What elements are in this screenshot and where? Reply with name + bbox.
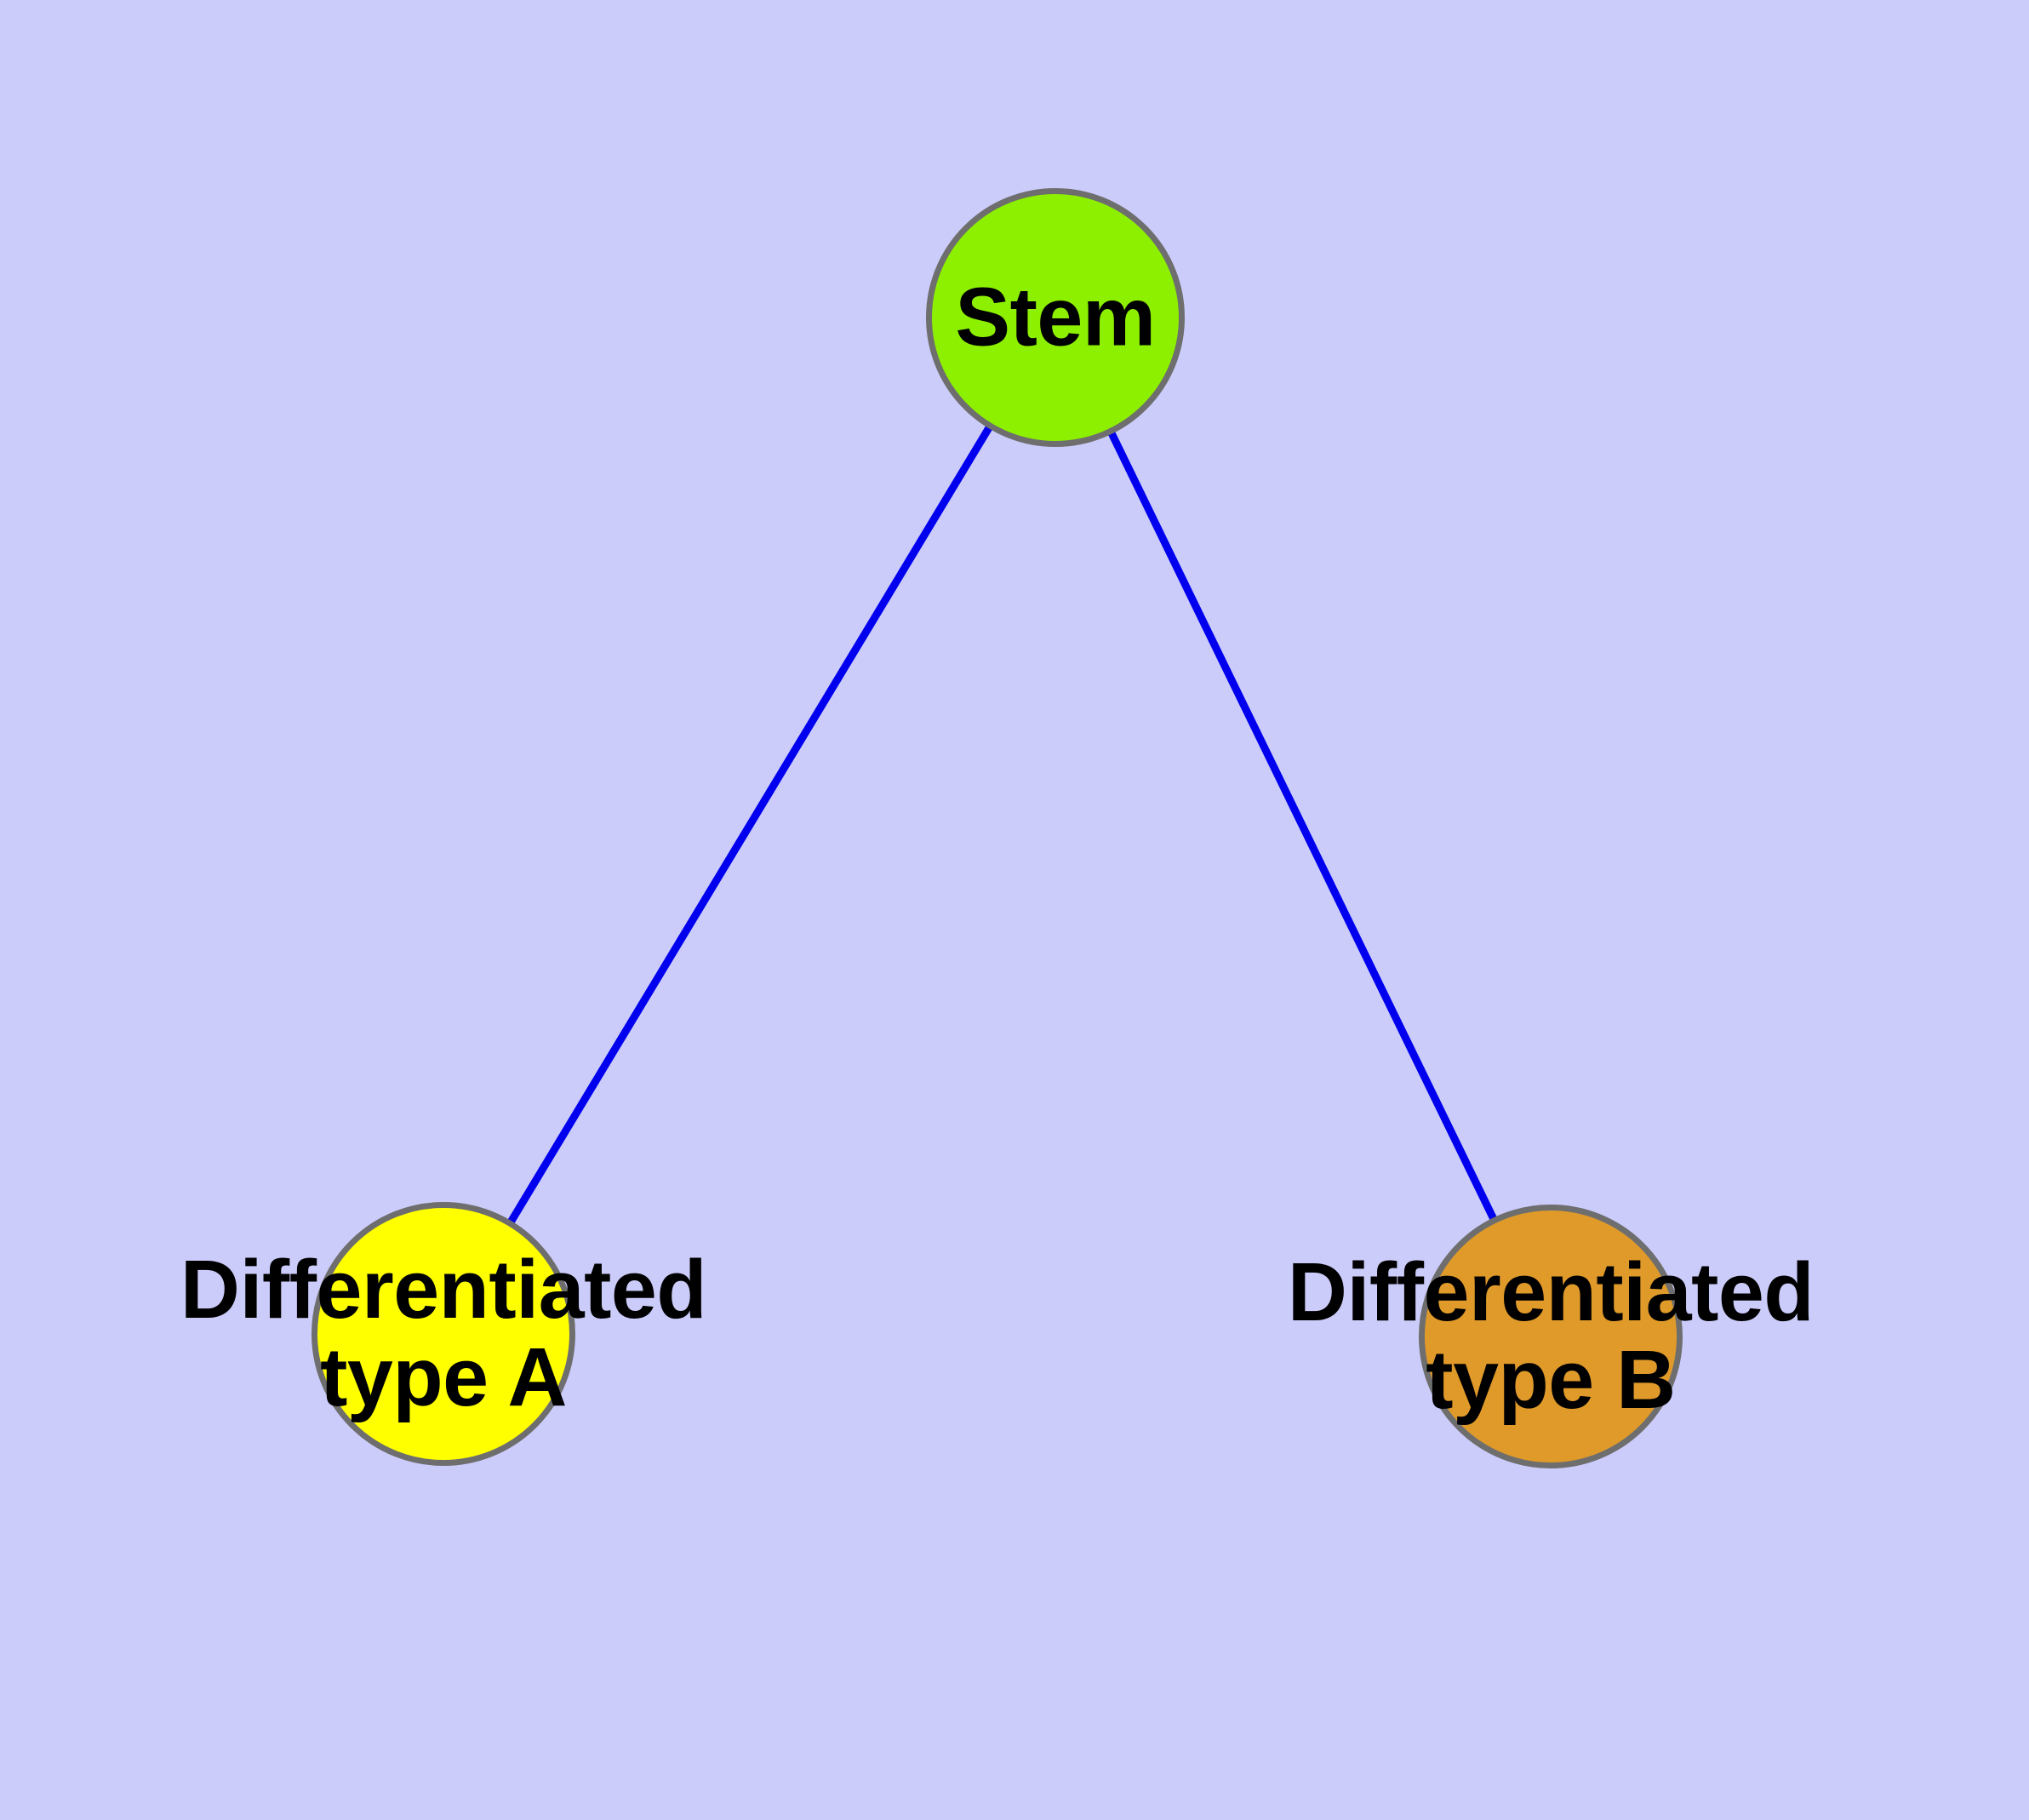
node-layer — [311, 188, 1683, 1468]
graph-node-diff-b[interactable] — [1419, 1205, 1683, 1468]
graph-edge-stem-to-diff-a[interactable] — [506, 421, 995, 1228]
graph-node-stem[interactable] — [926, 188, 1185, 447]
edge-layer — [506, 421, 1499, 1228]
graph-node-diff-a[interactable] — [311, 1202, 575, 1466]
graph-edge-stem-to-diff-b[interactable] — [1106, 427, 1499, 1224]
